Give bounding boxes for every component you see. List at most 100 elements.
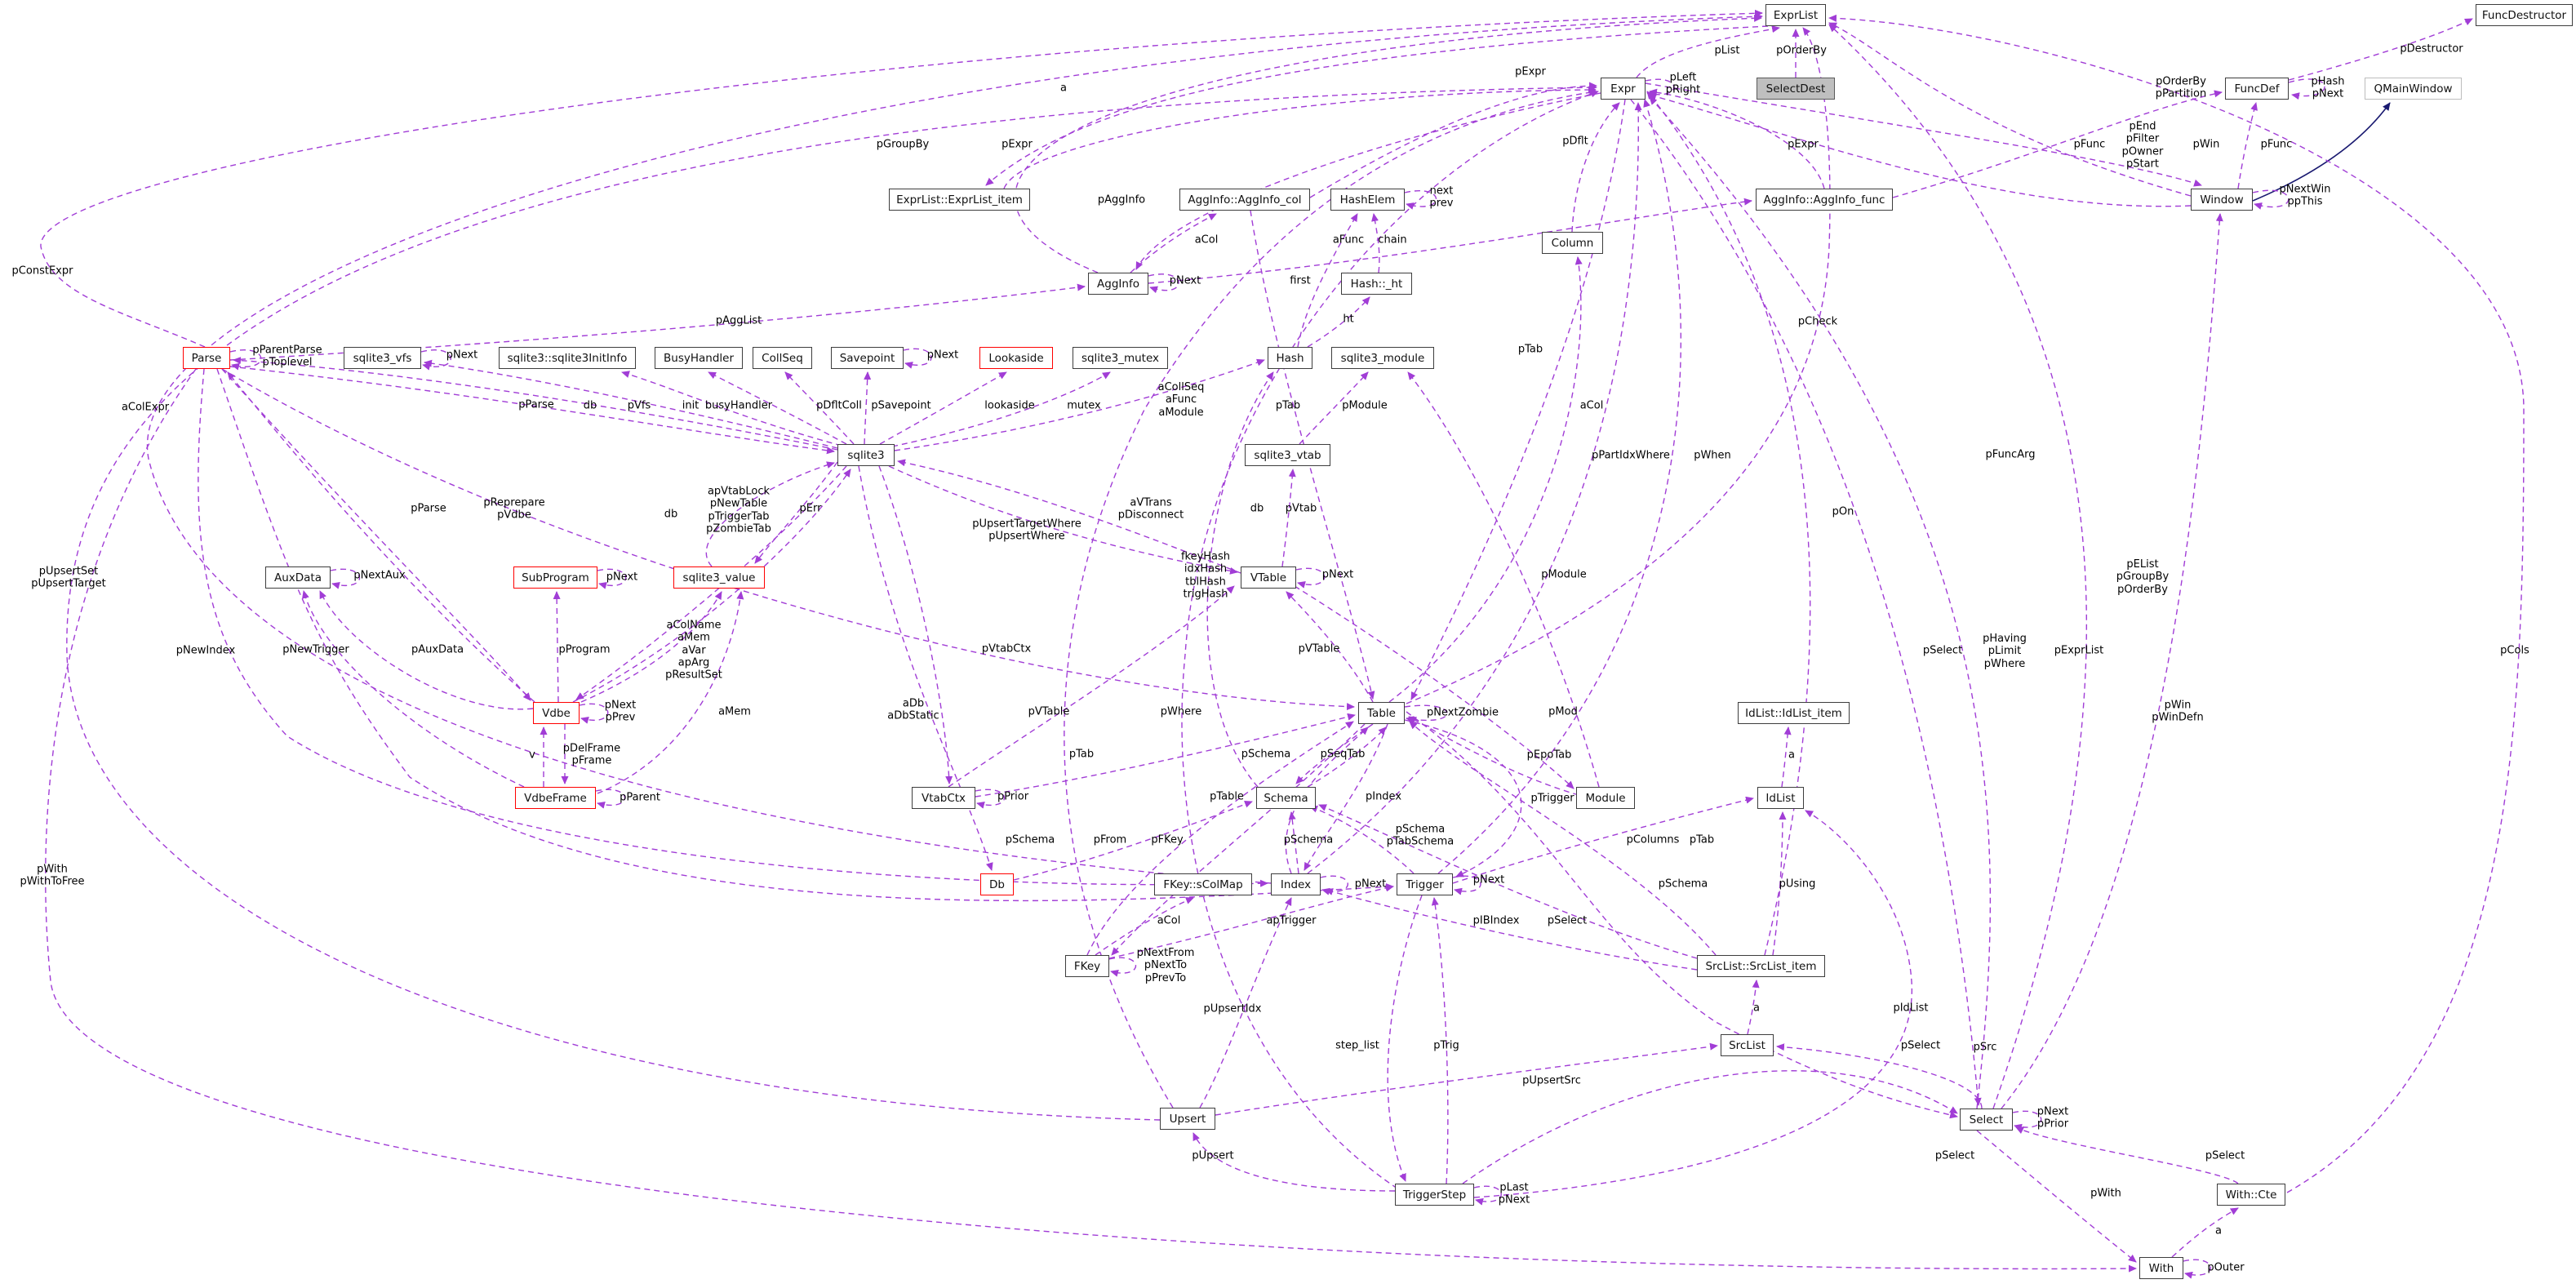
- node-AuxData[interactable]: AuxData: [265, 566, 331, 589]
- node-Hash_ht[interactable]: Hash::_ht: [1341, 273, 1412, 295]
- node-Savepoint[interactable]: Savepoint: [831, 347, 904, 369]
- member-edge: [229, 349, 262, 371]
- node-VTable[interactable]: VTable: [1241, 566, 1296, 589]
- node-AggInfo_func[interactable]: AggInfo::AggInfo_func: [1756, 189, 1893, 211]
- member-edge: [1648, 93, 2192, 207]
- node-With_Cte[interactable]: With::Cte: [2217, 1184, 2285, 1206]
- node-Parse[interactable]: Parse: [183, 347, 230, 369]
- member-edge: [1828, 24, 2088, 1109]
- node-ExprList_item[interactable]: ExprList::ExprList_item: [889, 189, 1030, 211]
- member-edge: [221, 368, 1355, 711]
- node-Vdbe[interactable]: Vdbe: [533, 702, 580, 724]
- member-edge: [424, 359, 838, 449]
- member-edge: [1473, 810, 1912, 1198]
- node-sqlite3_mutex[interactable]: sqlite3_mutex: [1073, 347, 1168, 369]
- member-edge: [1452, 875, 1481, 895]
- member-edge: [1297, 213, 1358, 348]
- node-SubProgram[interactable]: SubProgram: [513, 566, 597, 589]
- node-sqlite3InitInfo[interactable]: sqlite3::sqlite3InitInfo: [499, 347, 636, 369]
- node-Column[interactable]: Column: [1542, 232, 1603, 254]
- member-edge: [595, 789, 626, 809]
- member-edge: [1281, 469, 1296, 567]
- member-edge: [597, 568, 627, 589]
- member-edge: [580, 591, 722, 703]
- member-edge: [1288, 811, 1299, 874]
- node-Schema[interactable]: Schema: [1256, 787, 1316, 809]
- node-FuncDestructor[interactable]: FuncDestructor: [2476, 4, 2573, 26]
- node-sqlite3_vtab[interactable]: sqlite3_vtab: [1245, 444, 1330, 466]
- node-IdList[interactable]: IdList: [1757, 787, 1804, 809]
- node-With[interactable]: With: [2139, 1257, 2183, 1279]
- node-VdbeFrame[interactable]: VdbeFrame: [515, 787, 596, 809]
- node-Upsert[interactable]: Upsert: [1160, 1108, 1215, 1130]
- member-edge: [1410, 99, 1626, 700]
- node-HashElem[interactable]: HashElem: [1330, 189, 1405, 211]
- member-edge: [221, 368, 531, 701]
- member-edge: [1307, 296, 1370, 348]
- node-QMainWindow[interactable]: QMainWindow: [2365, 78, 2462, 100]
- member-edge: [1307, 726, 1387, 788]
- member-edge: [1130, 213, 1217, 273]
- node-ExprList[interactable]: ExprList: [1765, 4, 1826, 26]
- member-edge: [1086, 721, 1354, 956]
- member-edge: [1148, 273, 1179, 294]
- node-IdList_item[interactable]: IdList::IdList_item: [1738, 702, 1850, 724]
- node-Db[interactable]: Db: [980, 873, 1014, 895]
- node-sqlite3_value[interactable]: sqlite3_value: [673, 566, 765, 589]
- member-edge: [1747, 980, 1760, 1035]
- node-Module[interactable]: Module: [1576, 787, 1635, 809]
- member-edge: [1294, 585, 1574, 789]
- node-Window[interactable]: Window: [2191, 189, 2253, 211]
- member-edge: [879, 371, 1007, 445]
- member-edge: [1437, 99, 1682, 874]
- node-Lookaside[interactable]: Lookaside: [979, 347, 1053, 369]
- member-edge: [1387, 895, 1423, 1182]
- node-sqlite3_module[interactable]: sqlite3_module: [1331, 347, 1434, 369]
- member-edge: [330, 568, 361, 589]
- node-sqlite3_vfs[interactable]: sqlite3_vfs: [344, 347, 421, 369]
- member-edge: [888, 465, 1238, 575]
- node-SelectDest[interactable]: SelectDest: [1757, 78, 1835, 100]
- node-BusyHandler[interactable]: BusyHandler: [655, 347, 743, 369]
- member-edge: [1148, 198, 1752, 284]
- member-edge: [2171, 1207, 2239, 1258]
- member-edge: [1571, 102, 1620, 233]
- node-SrcList_item[interactable]: SrcList::SrcList_item: [1697, 955, 1825, 977]
- member-edge: [985, 25, 1769, 186]
- node-Trigger[interactable]: Trigger: [1397, 873, 1453, 895]
- node-SrcList[interactable]: SrcList: [1721, 1034, 1774, 1056]
- node-Index[interactable]: Index: [1271, 873, 1321, 895]
- member-edge: [579, 703, 609, 724]
- node-sColMap[interactable]: FKey::sColMap: [1154, 873, 1252, 895]
- member-edge: [2015, 1126, 2239, 1184]
- node-Expr[interactable]: Expr: [1601, 78, 1646, 100]
- node-Hash[interactable]: Hash: [1268, 347, 1312, 369]
- member-edge: [575, 465, 847, 700]
- member-edge: [1299, 371, 1369, 445]
- node-Table[interactable]: Table: [1358, 702, 1405, 724]
- member-edge: [1776, 1043, 1983, 1109]
- member-edge: [1404, 190, 1437, 210]
- node-FKey[interactable]: FKey: [1065, 955, 1109, 977]
- node-TriggerStep[interactable]: TriggerStep: [1395, 1184, 1474, 1206]
- node-Select[interactable]: Select: [1960, 1109, 2013, 1131]
- node-AggInfo_col[interactable]: AggInfo::AggInfo_col: [1179, 189, 1310, 211]
- member-edge: [1318, 804, 1698, 959]
- member-edge: [1206, 371, 1274, 788]
- node-VtabCtx[interactable]: VtabCtx: [912, 787, 975, 809]
- node-AggInfo[interactable]: AggInfo: [1088, 273, 1148, 295]
- member-edge: [1646, 91, 1811, 956]
- member-edge: [2288, 78, 2325, 100]
- member-edge: [864, 371, 872, 445]
- member-edge: [1135, 92, 1601, 270]
- member-edge: [146, 12, 1763, 884]
- member-edge: [1371, 213, 1380, 273]
- node-sqlite3[interactable]: sqlite3: [837, 444, 895, 466]
- node-FuncDef[interactable]: FuncDef: [2225, 78, 2289, 100]
- node-CollSeq[interactable]: CollSeq: [753, 347, 812, 369]
- member-edge: [1645, 82, 2202, 187]
- member-edge: [66, 83, 1597, 1121]
- member-edge: [2252, 189, 2290, 210]
